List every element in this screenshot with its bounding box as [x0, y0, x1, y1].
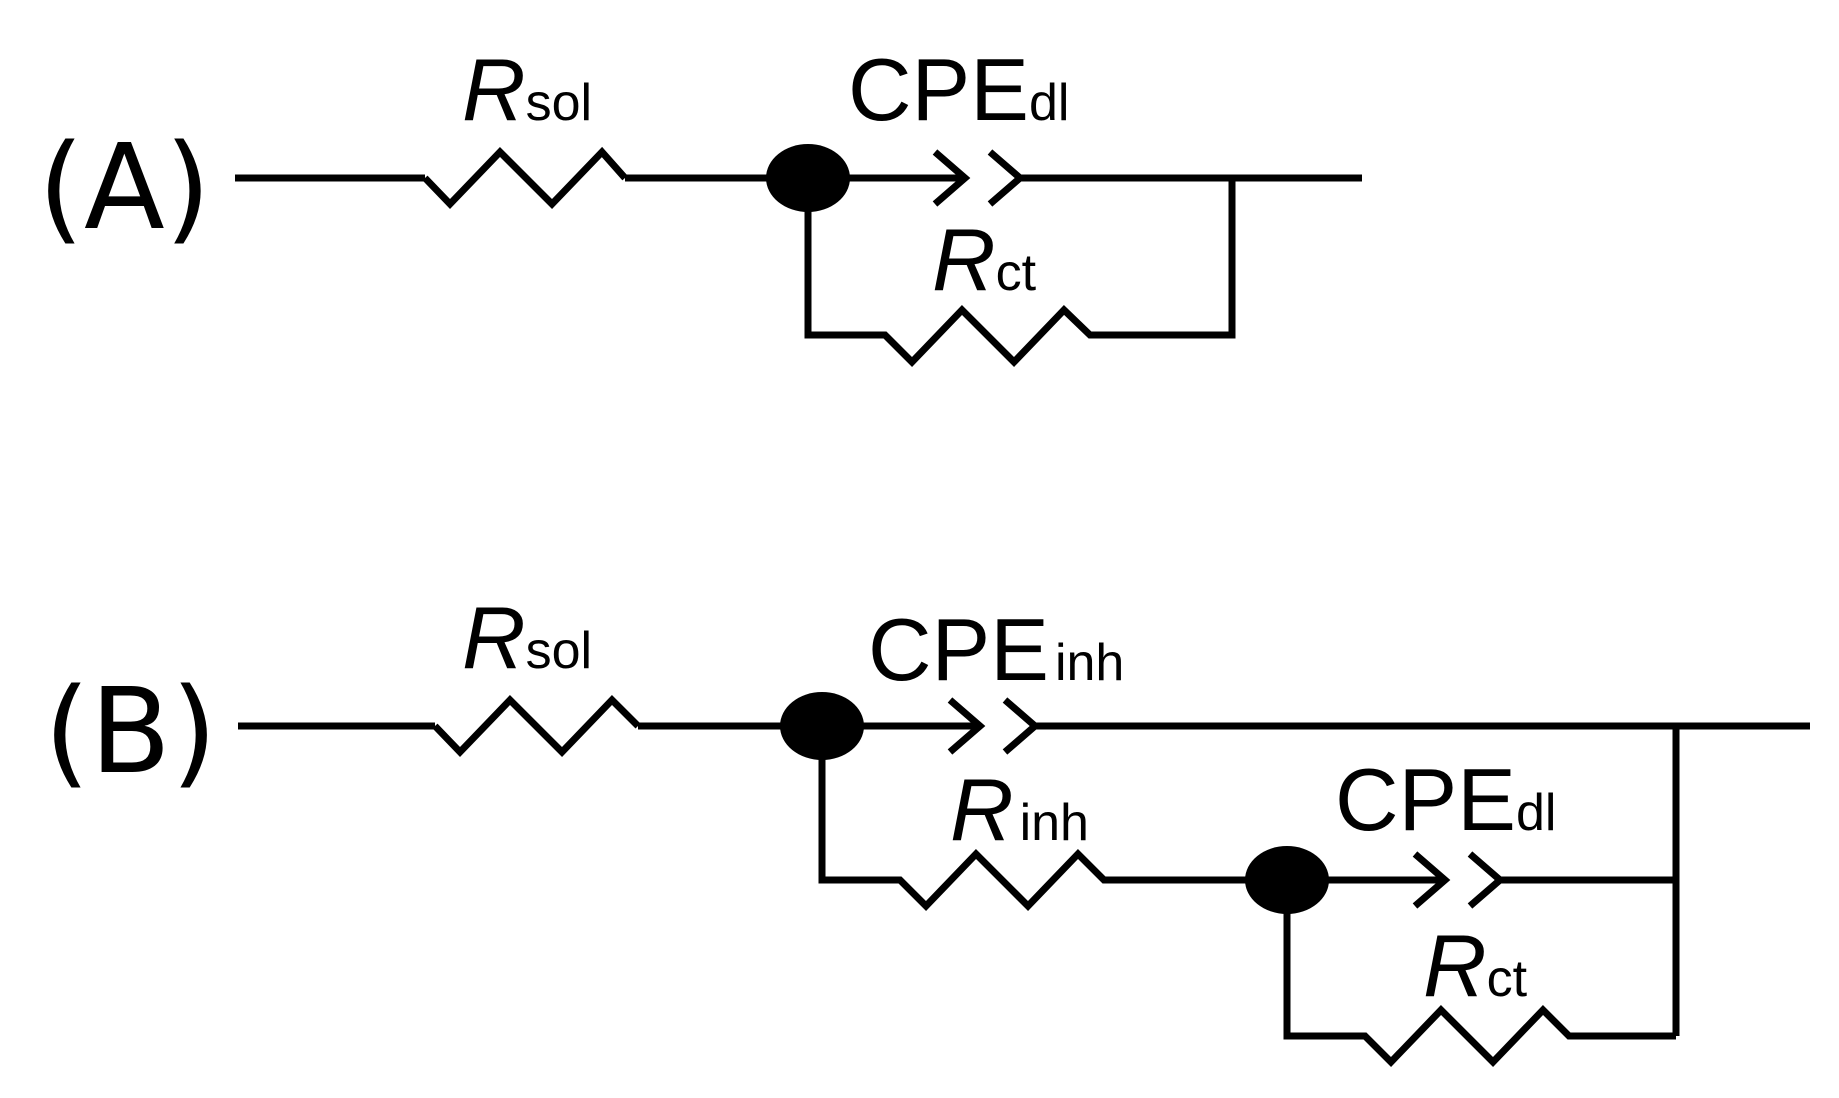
- branch-b-rct: [1283, 880, 1676, 1067]
- label-b-rsol: Rsol: [462, 588, 592, 687]
- panel-label-a: (A): [38, 118, 211, 256]
- panel-label-b: (B): [44, 662, 217, 800]
- branch-a-rct: [804, 178, 1236, 367]
- circuit-a: (A) Rsol CPEdl Rct: [38, 40, 1362, 367]
- label-a-cpe-dl: CPEdl: [848, 40, 1069, 139]
- resistor-a-rsol: [422, 146, 628, 210]
- branch-b-rinh: [818, 726, 1287, 911]
- label-a-rsol: Rsol: [462, 40, 592, 139]
- label-b-cpe-dl: CPEdl: [1335, 750, 1556, 849]
- label-a-rct: Rct: [932, 210, 1037, 309]
- resistor-b-rsol: [432, 695, 641, 758]
- label-b-rct: Rct: [1423, 916, 1528, 1015]
